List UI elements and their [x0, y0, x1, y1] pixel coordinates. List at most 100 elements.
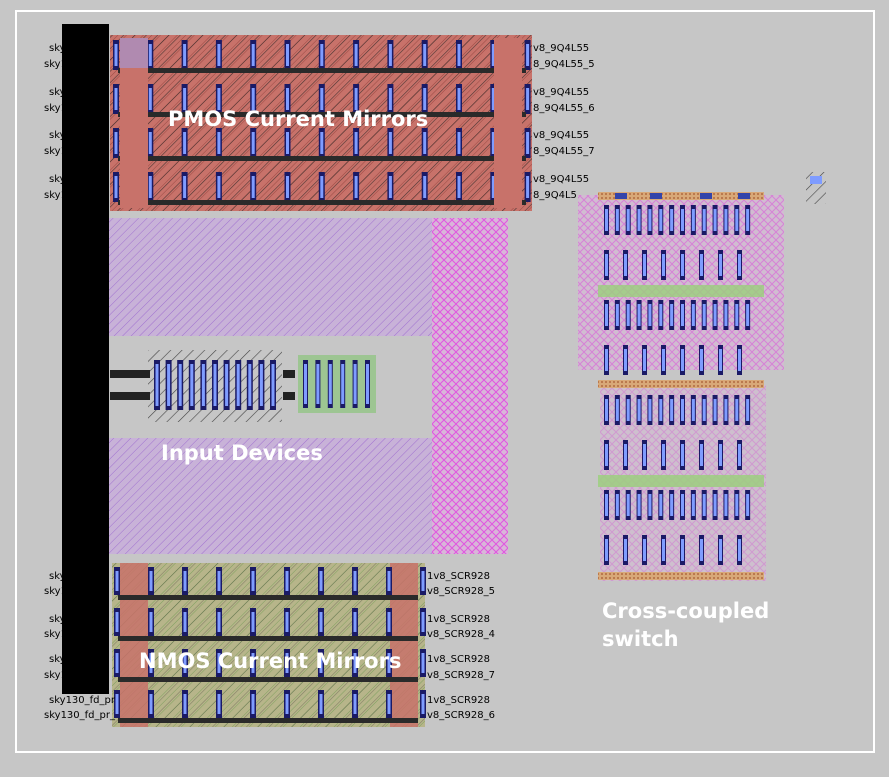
- input-contact: [213, 364, 217, 406]
- nmos-left-label: sky130_fd_pr_: [44, 710, 115, 721]
- nmos-gate-strap: [118, 677, 418, 682]
- nmos-contact: [319, 694, 323, 714]
- switch-contact: [702, 209, 706, 231]
- pmos-contact: [388, 44, 392, 66]
- pmos-contact: [148, 88, 152, 110]
- switch-contact: [626, 209, 630, 231]
- pmos-contact: [148, 44, 152, 66]
- black-spine: [62, 24, 109, 694]
- nmos-contact: [421, 612, 425, 632]
- switch-contact: [659, 304, 663, 326]
- nmos-contact: [183, 612, 187, 632]
- switch-contact: [605, 494, 608, 516]
- pmos-contact: [491, 44, 495, 66]
- switch-contact: [648, 399, 652, 421]
- input-contact: [178, 364, 182, 406]
- switch-contact: [746, 209, 750, 231]
- nmos-contact: [251, 612, 255, 632]
- pmos-left-label: sky1: [44, 59, 67, 70]
- nmos-contact: [149, 612, 153, 632]
- pmos-right-label: 8_9Q4L55_6: [533, 103, 595, 114]
- switch-contact: [702, 494, 706, 516]
- switch-contact: [643, 349, 646, 371]
- switch-contact: [615, 209, 619, 231]
- nmos-contact: [115, 653, 119, 673]
- switch-contact: [624, 444, 627, 466]
- pmos-gate-strap: [118, 156, 526, 161]
- pmos-dummy-right: [494, 38, 522, 208]
- nmos-contact: [183, 694, 187, 714]
- switch-contact: [662, 349, 665, 371]
- switch-contact: [615, 304, 619, 326]
- nmos-contact: [183, 571, 187, 591]
- nmos-left-label: sky1: [44, 629, 67, 640]
- pmos-contact: [388, 88, 392, 110]
- switch-contact: [719, 539, 722, 561]
- input-contact-small: [304, 364, 307, 404]
- nmos-contact: [115, 612, 119, 632]
- pmos-right-label: v8_9Q4L55: [533, 43, 590, 54]
- pmos-contact: [251, 132, 255, 154]
- nmos-contact: [353, 694, 357, 714]
- switch-contact: [648, 209, 652, 231]
- pmos-contact: [217, 88, 221, 110]
- input-contact: [225, 364, 229, 406]
- input-contact: [248, 364, 252, 406]
- switch-contact: [702, 399, 706, 421]
- pmos-current-mirror-block: [110, 35, 532, 211]
- pmos-left-label: sky1: [44, 190, 67, 201]
- nmos-contact: [319, 612, 323, 632]
- pmos-right-label: v8_9Q4L55: [533, 174, 590, 185]
- switch-contact: [670, 399, 674, 421]
- switch-contact: [735, 209, 739, 231]
- nmos-contact: [421, 694, 425, 714]
- pmos-right-label: 8_9Q4L5: [533, 190, 577, 201]
- pmos-contact: [423, 44, 427, 66]
- switch-contact: [691, 304, 695, 326]
- pmos-contact: [148, 176, 152, 198]
- nmos-contact: [387, 694, 391, 714]
- switch-contact: [691, 494, 695, 516]
- nmos-contact: [421, 571, 425, 591]
- pmos-right-label: 8_9Q4L55_5: [533, 59, 595, 70]
- switch-contact: [724, 209, 728, 231]
- pmos-contact: [526, 176, 530, 198]
- switch-contact: [681, 539, 684, 561]
- switch-contact: [662, 539, 665, 561]
- pmos-right-label: 8_9Q4L55_7: [533, 146, 595, 157]
- input-contact-small: [341, 364, 345, 404]
- nmos-right-label: 1v8_SCR928: [427, 695, 491, 706]
- nmos-right-label: 1v8_SCR928: [427, 571, 491, 582]
- pmos-contact: [457, 88, 461, 110]
- nmos-right-label: v8_SCR928_4: [427, 629, 496, 640]
- nmos-contact: [149, 571, 153, 591]
- pmos-contact: [388, 132, 392, 154]
- pmos-contact: [114, 132, 118, 154]
- switch-contact: [605, 254, 608, 276]
- switch-contact: [659, 209, 663, 231]
- pmos-contact: [526, 132, 530, 154]
- nmos-fingers: [114, 567, 426, 723]
- switch-contact: [713, 209, 717, 231]
- nmos-contact: [285, 612, 289, 632]
- switch-contact: [713, 494, 717, 516]
- switch-fingers: [604, 193, 751, 565]
- switch-contact: [700, 254, 703, 276]
- input-contact: [155, 364, 159, 406]
- switch-contact: [605, 399, 608, 421]
- nmos-contact: [217, 571, 221, 591]
- pmos-left-label: sky1: [44, 103, 67, 114]
- pmos-corner-tap: [120, 38, 148, 68]
- switch-strap-top: [615, 193, 627, 199]
- input-contact-small: [366, 364, 369, 404]
- pmos-contact: [526, 44, 530, 66]
- switch-contact: [713, 304, 717, 326]
- pmos-contact: [217, 132, 221, 154]
- input-label-stub: [110, 370, 150, 378]
- pmos-contact: [320, 132, 324, 154]
- pmos-contact: [217, 44, 221, 66]
- input-contact: [167, 364, 171, 406]
- label-switch: switch: [602, 627, 679, 651]
- switch-contact: [626, 494, 630, 516]
